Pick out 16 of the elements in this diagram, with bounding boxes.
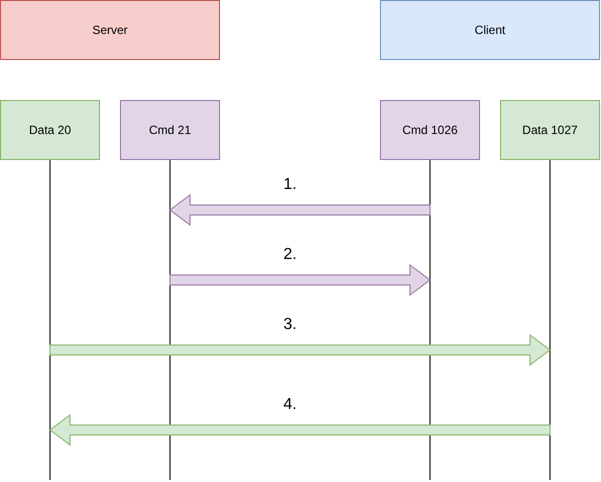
- group-header-box: [380, 0, 600, 60]
- block-arrow: [50, 334, 551, 366]
- group-header-box: [0, 0, 220, 60]
- block-arrow: [169, 194, 430, 226]
- node-label: Cmd 1026: [401, 123, 459, 137]
- node-label: Server: [91, 23, 129, 37]
- port-box: [500, 100, 600, 160]
- node-label: Client: [474, 23, 506, 37]
- port-box: [120, 100, 220, 160]
- node-label: Cmd 21: [148, 123, 192, 137]
- port-box: [380, 100, 480, 160]
- port-box: [0, 100, 100, 160]
- block-arrow: [49, 414, 550, 446]
- block-arrow: [170, 264, 431, 296]
- node-label: Data 1027: [521, 123, 579, 137]
- node-label: Data 20: [28, 123, 72, 137]
